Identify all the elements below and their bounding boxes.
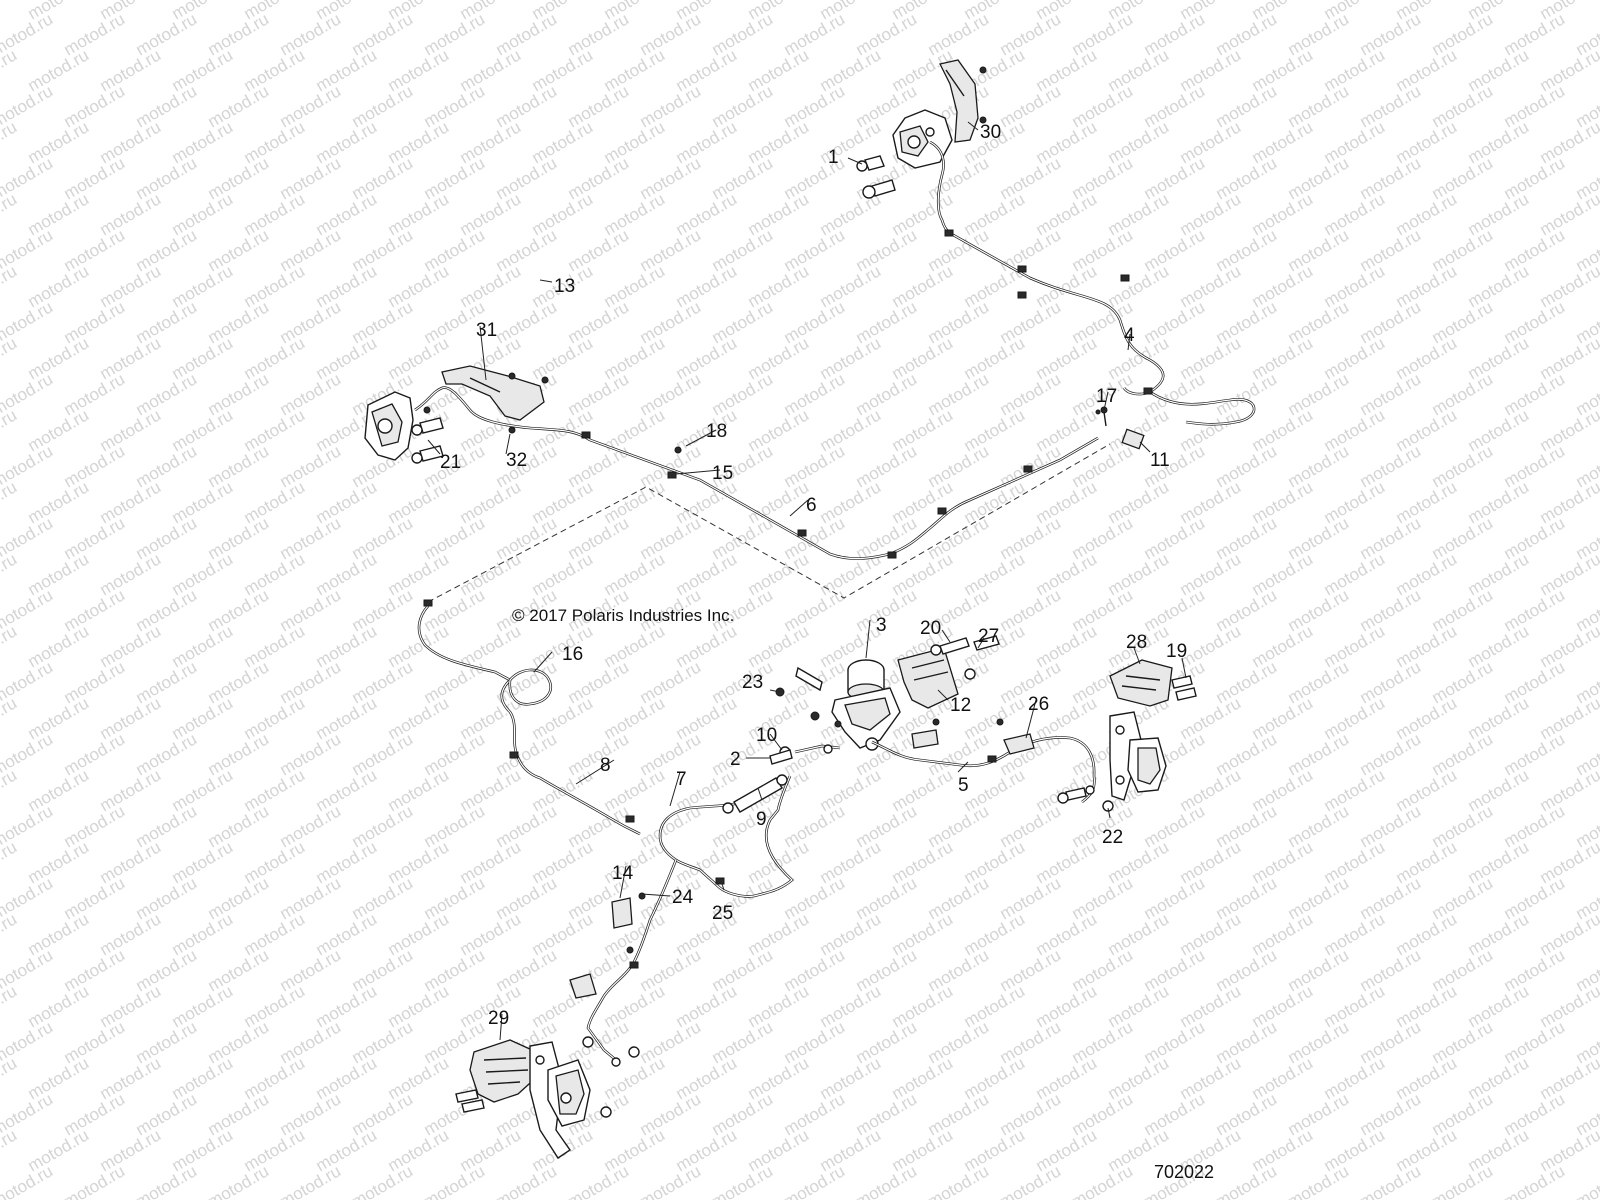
callout-25: 25 [712, 903, 733, 924]
rear-left-caliper-assembly [364, 365, 549, 464]
master-cylinder-assembly [775, 635, 1000, 751]
callout-15: 15 [712, 463, 733, 484]
callout-14: 14 [612, 863, 634, 884]
callout-11: 11 [1150, 450, 1170, 471]
callout-labels: 1 2 3 4 5 6 7 8 9 10 11 12 13 14 15 16 1… [440, 122, 1187, 1029]
callout-29: 29 [488, 1008, 509, 1029]
callout-9: 9 [756, 809, 767, 830]
phantom-connection-line [427, 443, 1111, 603]
callout-31: 31 [476, 320, 497, 341]
callout-leader-lines [427, 121, 1187, 1041]
callout-2: 2 [730, 749, 741, 770]
callout-24: 24 [672, 887, 694, 908]
callout-21: 21 [440, 452, 461, 473]
callout-3: 3 [876, 615, 887, 636]
callout-13: 13 [554, 276, 575, 297]
callout-6: 6 [806, 495, 817, 516]
callout-4: 4 [1124, 325, 1135, 346]
callout-7: 7 [676, 769, 687, 790]
callout-30: 30 [980, 122, 1001, 143]
front-right-caliper-assembly [1057, 659, 1197, 812]
line-clip-lower [569, 973, 597, 999]
copyright-notice: © 2017 Polaris Industries Inc. [512, 606, 734, 625]
callout-18: 18 [706, 421, 727, 442]
callout-32: 32 [506, 450, 527, 471]
rear-right-caliper-assembly [856, 59, 987, 199]
front-left-caliper-assembly [455, 1036, 640, 1159]
brake-line-fitting-9 [733, 777, 783, 813]
callout-5: 5 [958, 775, 969, 796]
callout-26: 26 [1028, 694, 1049, 715]
line-clip-26 [1003, 733, 1035, 755]
brake-pad-guard-31 [441, 365, 545, 421]
brake-pad-guard-30 [939, 59, 979, 143]
callout-17: 17 [1096, 386, 1117, 407]
callout-8: 8 [600, 755, 611, 776]
callout-27: 27 [978, 626, 999, 647]
drawing-number: 702022 [1154, 1162, 1214, 1182]
callout-10: 10 [756, 725, 777, 746]
callout-16: 16 [562, 644, 583, 665]
line-clip-front-right [911, 729, 939, 749]
callout-1: 1 [828, 147, 839, 168]
callout-20: 20 [920, 618, 941, 639]
callout-19: 19 [1166, 641, 1187, 662]
callout-28: 28 [1126, 632, 1147, 653]
banjo-bolt-2 [769, 749, 793, 765]
callout-12: 12 [950, 695, 971, 716]
brake-pad-guard-28 [1109, 659, 1173, 707]
brake-junction-block-11 [1121, 428, 1145, 450]
callout-23: 23 [742, 672, 763, 693]
callout-22: 22 [1102, 827, 1123, 848]
line-clip-14 [611, 897, 633, 929]
